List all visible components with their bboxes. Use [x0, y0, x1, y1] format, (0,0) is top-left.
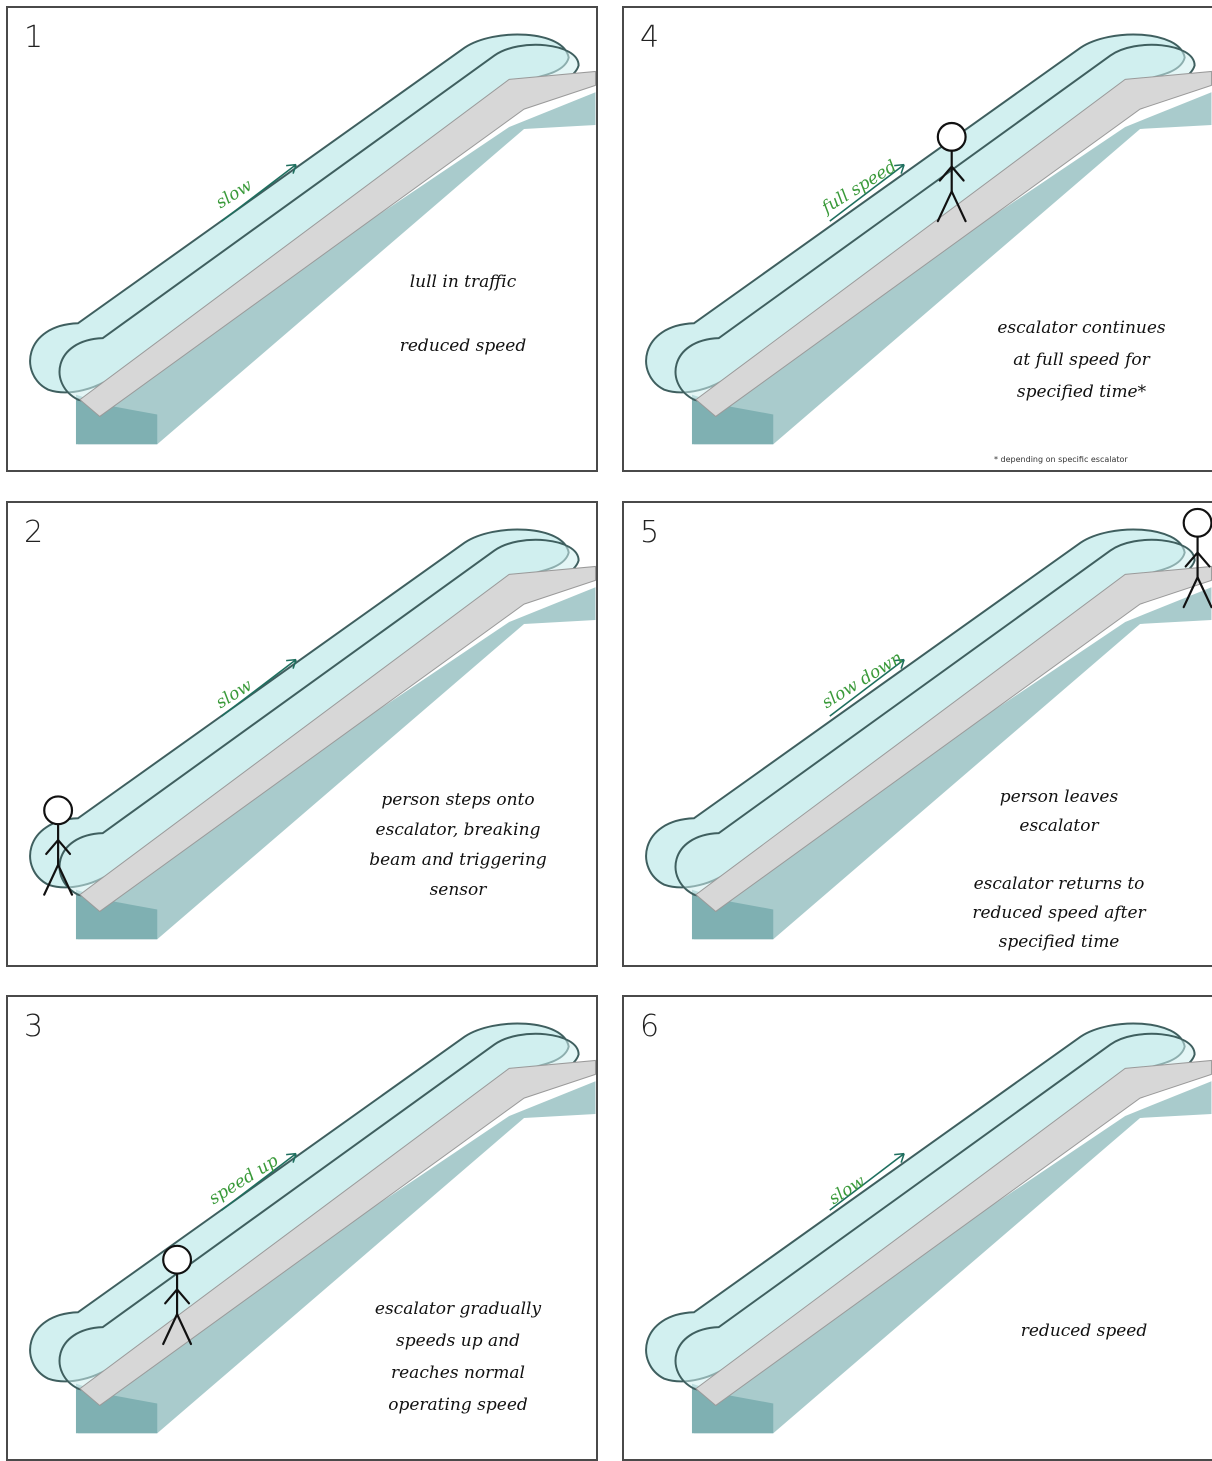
- note-line: escalator continues: [974, 312, 1189, 344]
- panel-2: 2 slow person steps onto escalator, brea…: [6, 501, 598, 967]
- panel-note: lull in traffic reduced speed: [378, 266, 548, 362]
- note-line: escalator gradually: [353, 1293, 563, 1325]
- escalator-skirt: [80, 71, 596, 416]
- note-line: operating speed: [353, 1389, 563, 1421]
- escalator-illustration: [8, 8, 596, 470]
- panel-1: 1 slow lull in traffic reduced speed: [6, 6, 598, 472]
- note-line: lull in traffic: [378, 266, 548, 298]
- note-line: reduced speed after: [954, 899, 1164, 928]
- note-line: escalator: [954, 812, 1164, 841]
- escalator-illustration: [624, 997, 1212, 1459]
- note-line: [378, 298, 548, 330]
- panel-note: escalator continues at full speed for sp…: [974, 312, 1189, 408]
- panel-6: 6 slow reduced speed: [622, 995, 1212, 1461]
- note-line: specified time*: [974, 376, 1189, 408]
- panel-5: 5 slow down person leaves escalator esca…: [622, 501, 1212, 967]
- note-line: person leaves: [954, 783, 1164, 812]
- panel-number: 5: [640, 515, 659, 550]
- panel-4: 4 full speed escalator continues at full…: [622, 6, 1212, 472]
- panel-number: 2: [24, 515, 43, 550]
- note-line: escalator, breaking: [358, 815, 558, 845]
- note-line: reduced speed: [378, 330, 548, 362]
- escalator-skirt: [696, 1060, 1212, 1405]
- note-line: at full speed for: [974, 344, 1189, 376]
- panel-number: 3: [24, 1009, 43, 1044]
- note-line: reduced speed: [1009, 1315, 1159, 1347]
- note-line: specified time: [954, 928, 1164, 957]
- panel-3: 3 speed up escalator gradually speeds up…: [6, 995, 598, 1461]
- panel-note: person steps onto escalator, breaking be…: [358, 785, 558, 905]
- footnote: * depending on specific escalator: [994, 455, 1128, 464]
- panel-number: 1: [24, 20, 43, 55]
- note-line: speeds up and: [353, 1325, 563, 1357]
- note-line: person steps onto: [358, 785, 558, 815]
- note-line: reaches normal: [353, 1357, 563, 1389]
- panel-note: reduced speed: [1009, 1315, 1159, 1347]
- panel-note: person leaves escalator escalator return…: [954, 783, 1164, 957]
- panel-note: escalator gradually speeds up and reache…: [353, 1293, 563, 1421]
- note-line: beam and triggering: [358, 845, 558, 875]
- note-line: sensor: [358, 875, 558, 905]
- note-line: [954, 841, 1164, 870]
- note-line: escalator returns to: [954, 870, 1164, 899]
- panel-number: 4: [640, 20, 659, 55]
- panel-number: 6: [640, 1009, 659, 1044]
